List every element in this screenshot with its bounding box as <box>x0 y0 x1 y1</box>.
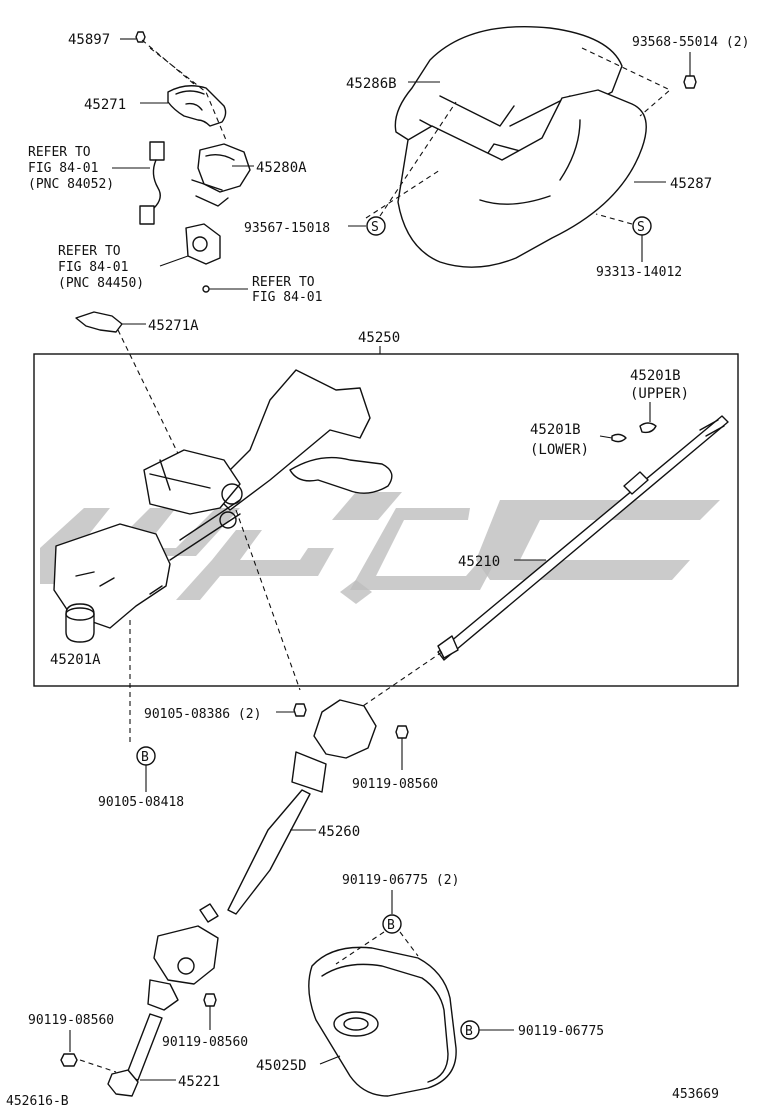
part-lower-joint <box>147 925 219 1011</box>
connector-wire-pnc84052 <box>139 141 165 225</box>
label-45025d: 45025D <box>256 1058 307 1074</box>
label-90119-06775: 90119-06775 <box>518 1024 604 1039</box>
dashed-90119-left <box>79 1059 117 1073</box>
symbol-b-top <box>382 914 402 934</box>
label-45280a: 45280A <box>256 160 307 176</box>
part-45221-lower-shaft <box>107 1013 163 1097</box>
refer-note-1-line1: REFER TO <box>28 145 91 160</box>
part-45201a-bushing <box>65 603 95 643</box>
refer-note-2-line2: FIG 84-01 <box>58 260 128 275</box>
label-45201a: 45201A <box>50 652 101 668</box>
part-45280a-switch <box>191 143 251 207</box>
label-45210: 45210 <box>458 554 500 570</box>
bolt-90119-08560-mid <box>203 993 217 1007</box>
label-45287: 45287 <box>670 176 712 192</box>
bolt-90105-08386 <box>293 703 307 717</box>
symbol-b-top-text: B <box>387 918 395 933</box>
part-45201b-upper <box>639 422 657 434</box>
bolt-90119-08560-left <box>60 1053 78 1067</box>
leader-45201b-lower <box>599 435 613 439</box>
label-90105-08386: 90105-08386 (2) <box>144 707 261 722</box>
symbol-b-left-text: B <box>141 750 149 765</box>
part-ignition-cylinder <box>185 223 221 265</box>
leader-45025d <box>319 1055 341 1065</box>
refer-note-1-line2: FIG 84-01 <box>28 161 98 176</box>
column-assembly-box <box>33 353 739 687</box>
label-93313-14012: 93313-14012 <box>596 265 682 280</box>
screw-93568 <box>683 75 697 89</box>
dashed-intermediate-shaft <box>235 509 443 709</box>
part-45897-screw <box>135 31 146 43</box>
symbol-b-right-text: B <box>465 1024 473 1039</box>
label-45286b: 45286B <box>346 76 397 92</box>
dashed-alignment-left <box>117 39 227 471</box>
label-45201b-lower-note: (LOWER) <box>530 442 589 458</box>
leader-refer-2 <box>159 255 189 267</box>
symbol-s-left <box>366 216 386 236</box>
label-93568-55014: 93568-55014 (2) <box>632 35 749 50</box>
label-45260: 45260 <box>318 824 360 840</box>
part-45260-intermediate-shaft <box>199 699 377 923</box>
label-45897: 45897 <box>68 32 110 48</box>
figure-number: 453669 <box>672 1087 719 1102</box>
refer-note-2-line3: (PNC 84450) <box>58 276 144 291</box>
refer-note-2-line1: REFER TO <box>58 244 121 259</box>
label-45271a: 45271A <box>148 318 199 334</box>
label-45201b-upper: 45201B <box>630 368 681 384</box>
label-90119-08560-upper: 90119-08560 <box>352 777 438 792</box>
part-45210-shaft <box>437 415 729 661</box>
refer-note-3-line2: FIG 84-01 <box>252 290 322 305</box>
label-90119-08560-mid: 90119-08560 <box>162 1035 248 1050</box>
bolt-90119-08560-upper <box>395 725 409 739</box>
part-45025d-boot <box>308 946 457 1097</box>
dashed-b-top <box>335 931 419 965</box>
label-45201b-upper-note: (UPPER) <box>630 386 689 402</box>
label-90119-06775-2: 90119-06775 (2) <box>342 873 459 888</box>
refer-note-3-line1: REFER TO <box>252 275 315 290</box>
part-45271-bracket <box>167 85 227 127</box>
part-45201b-lower <box>611 433 627 443</box>
label-452616-b: 452616-B <box>6 1094 69 1109</box>
part-column-tube <box>53 369 393 629</box>
label-45201b-lower: 45201B <box>530 422 581 438</box>
part-45271a-bracket <box>75 311 123 333</box>
label-45250: 45250 <box>358 330 400 346</box>
label-45271: 45271 <box>84 97 126 113</box>
dashed-93567 <box>365 101 457 219</box>
symbol-s-right-text: S <box>637 220 645 235</box>
part-45287-lower-cover <box>397 89 647 268</box>
label-45221: 45221 <box>178 1074 220 1090</box>
label-93567-15018: 93567-15018 <box>244 221 330 236</box>
label-90105-08418: 90105-08418 <box>98 795 184 810</box>
dashed-93313 <box>595 213 633 225</box>
small-screw <box>202 285 210 293</box>
symbol-s-left-text: S <box>371 220 379 235</box>
refer-note-1-line3: (PNC 84052) <box>28 177 114 192</box>
label-90119-08560-left: 90119-08560 <box>28 1013 114 1028</box>
